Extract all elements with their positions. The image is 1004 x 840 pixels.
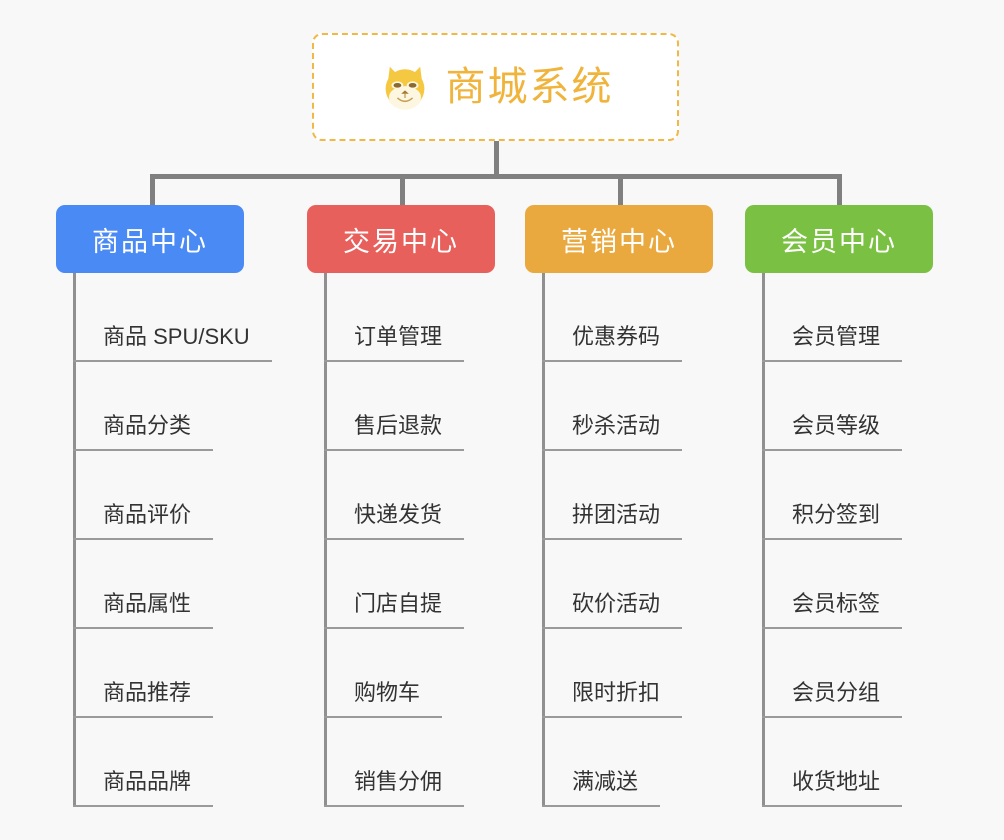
leaf-underline	[324, 538, 465, 540]
leaf-item[interactable]: 优惠券码	[525, 273, 713, 362]
root-title: 商城系统	[445, 65, 614, 109]
leaf-underline	[324, 805, 465, 807]
branch-leaf-list-2: 订单管理 售后退款 快递发货 门店自提 购物车 销售分佣	[307, 273, 495, 807]
leaf-item[interactable]: 购物车	[307, 629, 495, 718]
leaf-label: 门店自提	[354, 591, 443, 616]
leaf-label: 限时折扣	[572, 680, 661, 705]
leaf-label: 商品分类	[103, 413, 192, 438]
branch-leaf-list-3: 优惠券码 秒杀活动 拼团活动 砍价活动 限时折扣 满减送	[525, 273, 713, 807]
leaf-label: 砍价活动	[572, 591, 661, 616]
leaf-label: 满减送	[572, 769, 639, 794]
leaf-item[interactable]: 收货地址	[745, 718, 933, 807]
connector-drop-4	[837, 174, 842, 205]
branch-spine-3	[542, 273, 545, 807]
leaf-label: 会员等级	[792, 413, 881, 438]
leaf-underline	[324, 449, 465, 451]
leaf-label: 优惠券码	[572, 324, 661, 349]
connector-drop-2	[400, 174, 405, 205]
leaf-label: 商品评价	[103, 502, 192, 527]
branch-header-1[interactable]: 商品中心	[56, 205, 244, 273]
leaf-item[interactable]: 商品品牌	[56, 718, 244, 807]
branch-column-3: 营销中心 优惠券码 秒杀活动 拼团活动 砍价活动 限时折扣	[525, 205, 713, 807]
leaf-item[interactable]: 销售分佣	[307, 718, 495, 807]
branch-column-4: 会员中心 会员管理 会员等级 积分签到 会员标签 会员分组	[745, 205, 933, 807]
leaf-label: 会员分组	[792, 680, 881, 705]
leaf-item[interactable]: 砍价活动	[525, 540, 713, 629]
leaf-item[interactable]: 商品属性	[56, 540, 244, 629]
leaf-underline	[73, 716, 214, 718]
leaf-label: 商品推荐	[103, 680, 192, 705]
branch-leaf-list-1: 商品 SPU/SKU 商品分类 商品评价 商品属性 商品推荐 商品品牌	[56, 273, 272, 807]
leaf-underline	[542, 538, 683, 540]
branch-header-2[interactable]: 交易中心	[307, 205, 495, 273]
leaf-item[interactable]: 积分签到	[745, 451, 933, 540]
leaf-underline	[542, 627, 683, 629]
leaf-item[interactable]: 商品推荐	[56, 629, 244, 718]
leaf-item[interactable]: 会员等级	[745, 362, 933, 451]
shiba-dog-face-icon	[385, 66, 424, 110]
leaf-label: 商品属性	[103, 591, 192, 616]
leaf-underline	[762, 627, 903, 629]
leaf-label: 会员管理	[792, 324, 881, 349]
leaf-label: 秒杀活动	[572, 413, 661, 438]
leaf-underline	[73, 360, 272, 362]
leaf-item[interactable]: 商品 SPU/SKU	[56, 273, 272, 362]
leaf-item[interactable]: 会员管理	[745, 273, 933, 362]
leaf-underline	[762, 538, 903, 540]
leaf-underline	[324, 360, 465, 362]
leaf-underline	[73, 805, 214, 807]
connector-bus	[150, 174, 840, 179]
leaf-underline	[542, 449, 683, 451]
connector-stem	[494, 141, 499, 178]
leaf-underline	[762, 360, 903, 362]
leaf-item[interactable]: 限时折扣	[525, 629, 713, 718]
leaf-label: 商品 SPU/SKU	[103, 324, 250, 349]
root-node[interactable]: 商城系统	[312, 33, 679, 141]
branch-spine-4	[762, 273, 765, 807]
leaf-item[interactable]: 快递发货	[307, 451, 495, 540]
leaf-item[interactable]: 售后退款	[307, 362, 495, 451]
leaf-item[interactable]: 会员分组	[745, 629, 933, 718]
leaf-underline	[324, 716, 443, 718]
branch-column-1: 商品中心 商品 SPU/SKU 商品分类 商品评价 商品属性 商品推荐	[56, 205, 272, 807]
branch-header-4[interactable]: 会员中心	[745, 205, 933, 273]
leaf-label: 积分签到	[792, 502, 881, 527]
leaf-label: 销售分佣	[354, 769, 443, 794]
connector-drop-1	[150, 174, 155, 205]
leaf-label: 收货地址	[792, 769, 881, 794]
leaf-item[interactable]: 秒杀活动	[525, 362, 713, 451]
leaf-label: 订单管理	[354, 324, 443, 349]
leaf-label: 购物车	[354, 680, 421, 705]
branch-spine-2	[324, 273, 327, 807]
leaf-underline	[542, 360, 683, 362]
leaf-label: 快递发货	[354, 502, 443, 527]
leaf-item[interactable]: 拼团活动	[525, 451, 713, 540]
leaf-item[interactable]: 门店自提	[307, 540, 495, 629]
leaf-item[interactable]: 商品评价	[56, 451, 244, 540]
leaf-underline	[73, 538, 214, 540]
leaf-label: 售后退款	[354, 413, 443, 438]
branch-spine-1	[73, 273, 76, 807]
leaf-underline	[73, 449, 214, 451]
leaf-item[interactable]: 会员标签	[745, 540, 933, 629]
branch-leaf-list-4: 会员管理 会员等级 积分签到 会员标签 会员分组 收货地址	[745, 273, 933, 807]
leaf-underline	[73, 627, 214, 629]
leaf-underline	[542, 805, 661, 807]
leaf-label: 商品品牌	[103, 769, 192, 794]
connector-drop-3	[618, 174, 623, 205]
leaf-label: 拼团活动	[572, 502, 661, 527]
branch-column-2: 交易中心 订单管理 售后退款 快递发货 门店自提 购物车	[307, 205, 495, 807]
leaf-underline	[324, 627, 465, 629]
leaf-underline	[762, 805, 903, 807]
leaf-underline	[762, 716, 903, 718]
leaf-label: 会员标签	[792, 591, 881, 616]
leaf-underline	[762, 449, 903, 451]
branch-header-3[interactable]: 营销中心	[525, 205, 713, 273]
leaf-item[interactable]: 商品分类	[56, 362, 244, 451]
leaf-item[interactable]: 订单管理	[307, 273, 495, 362]
leaf-underline	[542, 716, 683, 718]
leaf-item[interactable]: 满减送	[525, 718, 713, 807]
